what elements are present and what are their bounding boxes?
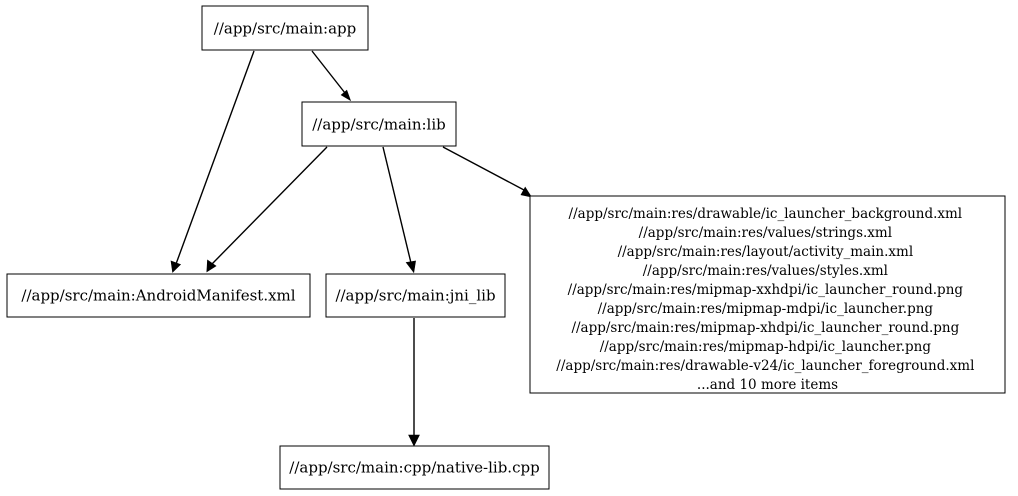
node-native-lib-cpp-label: //app/src/main:cpp/native-lib.cpp [289, 459, 539, 477]
edge-lib-to-manifest [206, 146, 328, 273]
node-android-manifest-box[interactable] [6, 273, 311, 318]
node-resources[interactable]: //app/src/main:res/drawable/ic_launcher_… [529, 195, 1006, 394]
resources-line-2: //app/src/main:res/values/strings.xml [639, 225, 892, 241]
node-jni-lib-box[interactable] [325, 273, 506, 318]
resources-line-9: //app/src/main:res/drawable-v24/ic_launc… [556, 358, 974, 374]
edge-app-to-lib [311, 50, 352, 102]
node-app-label: //app/src/main:app [214, 20, 356, 38]
resources-line-5: //app/src/main:res/mipmap-xxhdpi/ic_laun… [568, 282, 964, 298]
node-app-box[interactable] [201, 5, 369, 51]
node-jni-lib[interactable]: //app/src/main:jni_lib [325, 273, 506, 318]
resources-line-7: //app/src/main:res/mipmap-xhdpi/ic_launc… [571, 320, 959, 336]
edge-lib-to-resources [442, 146, 533, 198]
node-resources-lines: //app/src/main:res/drawable/ic_launcher_… [556, 206, 978, 393]
nodes-group: //app/src/main:app //app/src/main:lib //… [6, 5, 1006, 490]
edge-jni-lib-to-native-lib [408, 318, 420, 447]
node-android-manifest-label: //app/src/main:AndroidManifest.xml [21, 287, 295, 305]
node-resources-box[interactable] [529, 195, 1006, 394]
resources-line-6: //app/src/main:res/mipmap-mdpi/ic_launch… [598, 301, 934, 317]
resources-line-8: //app/src/main:res/mipmap-hdpi/ic_launch… [600, 339, 932, 355]
node-lib[interactable]: //app/src/main:lib [301, 101, 457, 147]
node-lib-label: //app/src/main:lib [312, 116, 446, 134]
resources-line-1: //app/src/main:res/drawable/ic_launcher_… [569, 206, 963, 222]
node-native-lib-cpp[interactable]: //app/src/main:cpp/native-lib.cpp [279, 445, 550, 490]
node-native-lib-cpp-box[interactable] [279, 445, 550, 490]
node-jni-lib-label: //app/src/main:jni_lib [335, 287, 495, 305]
node-android-manifest[interactable]: //app/src/main:AndroidManifest.xml [6, 273, 311, 318]
node-lib-box[interactable] [301, 101, 457, 147]
edges-group [170, 50, 533, 447]
node-app[interactable]: //app/src/main:app [201, 5, 369, 51]
resources-line-4: //app/src/main:res/values/styles.xml [643, 263, 888, 279]
resources-line-3: //app/src/main:res/layout/activity_main.… [618, 244, 914, 260]
resources-line-10: ...and 10 more items [697, 377, 838, 393]
edge-app-to-manifest [170, 50, 255, 273]
edge-lib-to-jni-lib [382, 146, 416, 274]
